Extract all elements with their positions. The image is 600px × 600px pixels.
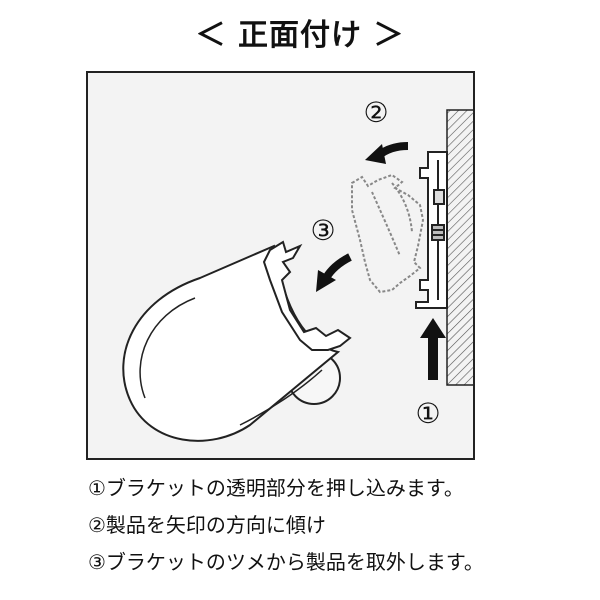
instruction-step-2: ②製品を矢印の方向に傾け: [88, 513, 326, 537]
tilted-product-ghost: [351, 173, 425, 294]
product: [122, 240, 352, 442]
arrow-tilt: [365, 142, 409, 164]
bracket: [415, 151, 448, 309]
marker-step-3: ③: [310, 214, 335, 247]
instruction-list: ①ブラケットの透明部分を押し込みます。 ②製品を矢印の方向に傾け ③ブラケットの…: [88, 478, 588, 589]
arrow-remove: [316, 253, 352, 292]
arrow-push-up: [420, 318, 446, 380]
page-title: ＜ 正面付け ＞: [195, 18, 405, 53]
instruction-step-3: ③ブラケットのツメから製品を取外します。: [88, 550, 484, 574]
marker-step-2: ②: [363, 96, 388, 129]
wall: [446, 109, 475, 386]
instruction-step-1: ①ブラケットの透明部分を押し込みます。: [88, 476, 464, 500]
marker-step-1: ①: [415, 397, 440, 430]
